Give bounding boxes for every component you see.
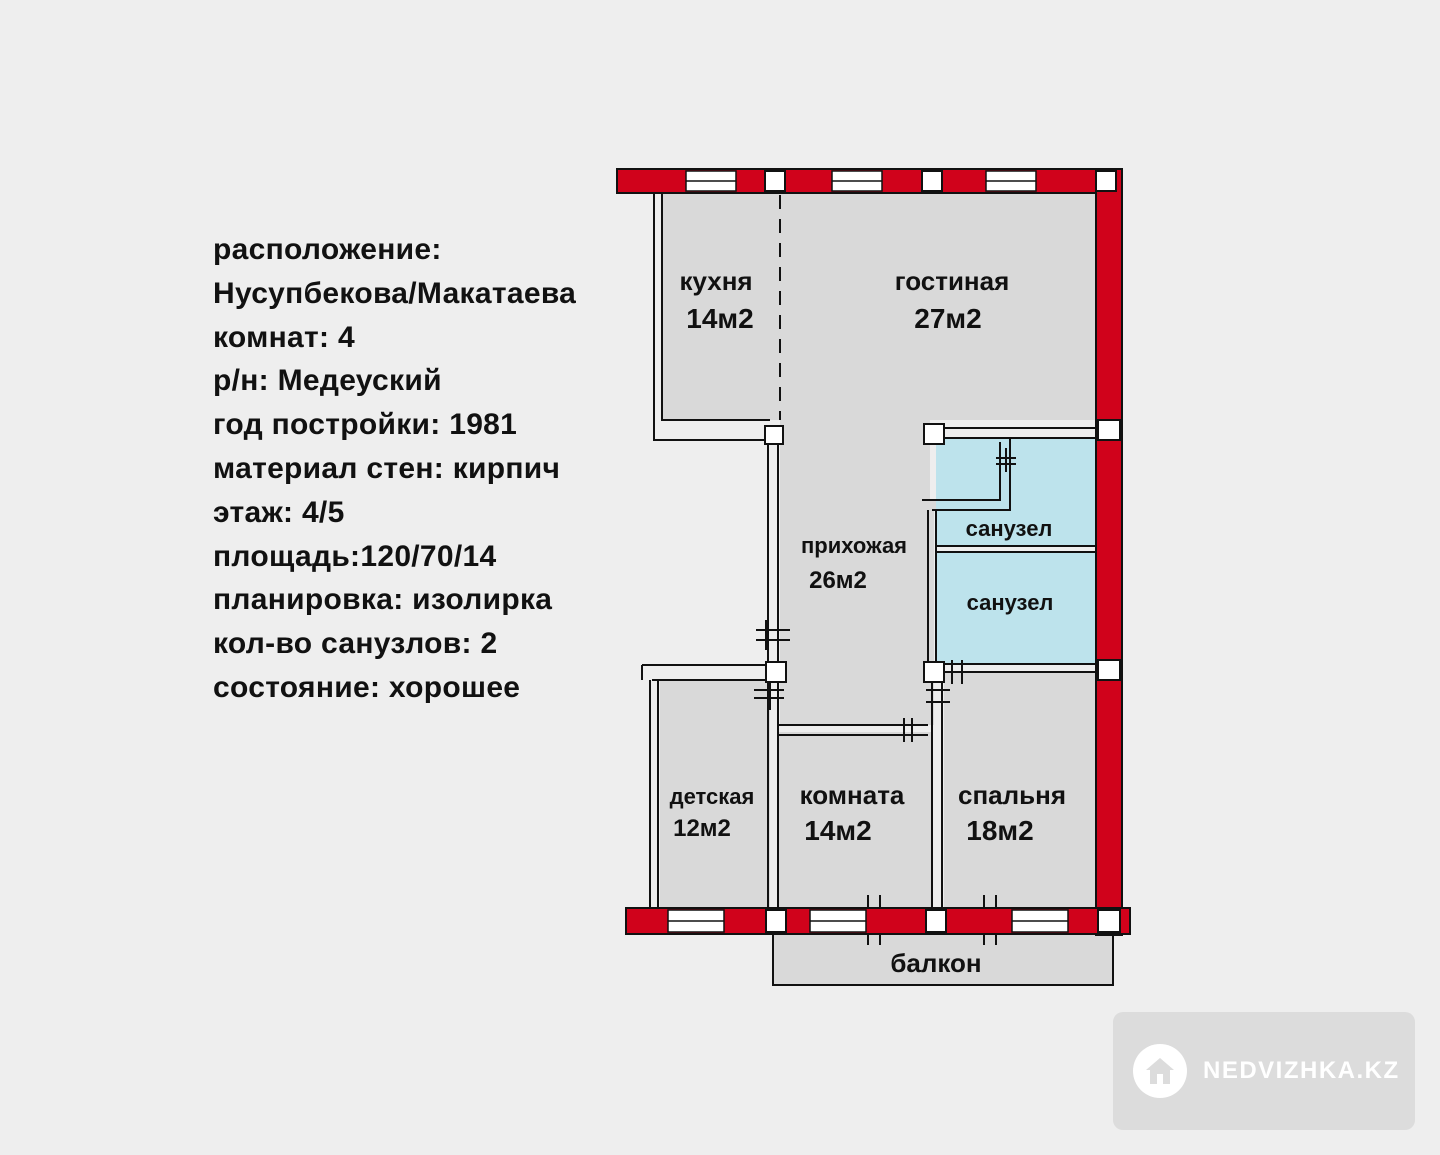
right-wall [1095, 168, 1123, 936]
bath-divider [936, 545, 1096, 553]
info-bathrooms: кол-во санузлов: 2 [213, 627, 498, 661]
column [765, 661, 787, 683]
door-bath1 [996, 448, 1016, 472]
floor-areas [660, 193, 1114, 986]
room-name: комната [800, 780, 905, 810]
kitchen-floor [662, 193, 780, 420]
living-bath-wall [944, 427, 1096, 439]
column [1097, 419, 1121, 441]
bedroom-area: 18м2 [966, 815, 1033, 846]
hall-floor [780, 420, 1010, 725]
column [925, 909, 947, 933]
column [1097, 909, 1121, 933]
room-right-wall [931, 680, 943, 908]
watermark: NEDVIZHKA.KZ [1113, 1012, 1415, 1130]
column [1095, 170, 1117, 192]
info-material: материал стен: кирпич [213, 451, 561, 485]
info-rooms: комнат: 4 [213, 320, 355, 354]
info-condition: состояние: хорошее [213, 670, 521, 704]
column [923, 661, 945, 683]
door-hall-left [756, 620, 790, 650]
windows [667, 170, 1069, 933]
bath1-floor [936, 438, 1096, 546]
hall-name: прихожая [801, 533, 907, 558]
bedroom-name: спальня [958, 780, 1066, 810]
kitchen-wall [653, 193, 770, 441]
kids-top-wall [641, 664, 768, 681]
bath2-name: санузел [967, 590, 1054, 615]
bath1-name: санузел [966, 516, 1053, 541]
column [921, 170, 943, 192]
kids-left-wall [649, 680, 659, 908]
bath2-floor [936, 552, 1096, 664]
kids-area: 12м2 [673, 815, 731, 842]
info-year: год постройки: 1981 [213, 408, 518, 442]
columns [764, 170, 1121, 933]
column [764, 425, 784, 445]
living-area: 27м2 [914, 303, 981, 334]
door-room [903, 718, 913, 742]
column [764, 170, 786, 192]
bath-left-wall [927, 510, 937, 670]
kids-floor [660, 680, 770, 910]
column [1097, 659, 1121, 681]
room-labels: кухня 14м2 гостиная 27м2 прихожая 26м2 с… [670, 266, 1066, 978]
balcony-floor [772, 932, 1114, 986]
balcony-name: балкон [890, 948, 981, 978]
door-bedroom [926, 660, 963, 703]
info-floor: этаж: 4/5 [213, 495, 345, 529]
bath-bottom-wall [944, 663, 1096, 673]
info-address: Нусупбекова/Макатаева [213, 276, 577, 310]
home-icon [1133, 1044, 1187, 1098]
room-floor [778, 732, 932, 910]
column [923, 423, 945, 445]
listing-info: расположение: Нусупбекова/Макатаева комн… [213, 228, 576, 710]
info-location-label: расположение: [213, 233, 442, 266]
info-district: р/н: Медеуский [213, 364, 442, 398]
hall-area: 26м2 [809, 567, 867, 594]
kitchen-name: кухня [679, 266, 752, 296]
info-area: площадь:120/70/14 [213, 539, 497, 573]
room-area: 14м2 [804, 815, 871, 846]
column [765, 909, 787, 933]
living-name: гостиная [895, 266, 1010, 296]
hall-right-wall [922, 438, 1011, 511]
living-floor [780, 193, 1096, 420]
door-kids [754, 680, 784, 710]
kids-name: детская [670, 784, 755, 809]
bedroom-floor [944, 672, 1098, 910]
info-layout: планировка: изолирка [213, 583, 553, 617]
watermark-text: NEDVIZHKA.KZ [1203, 1057, 1400, 1084]
kitchen-area: 14м2 [686, 303, 753, 334]
